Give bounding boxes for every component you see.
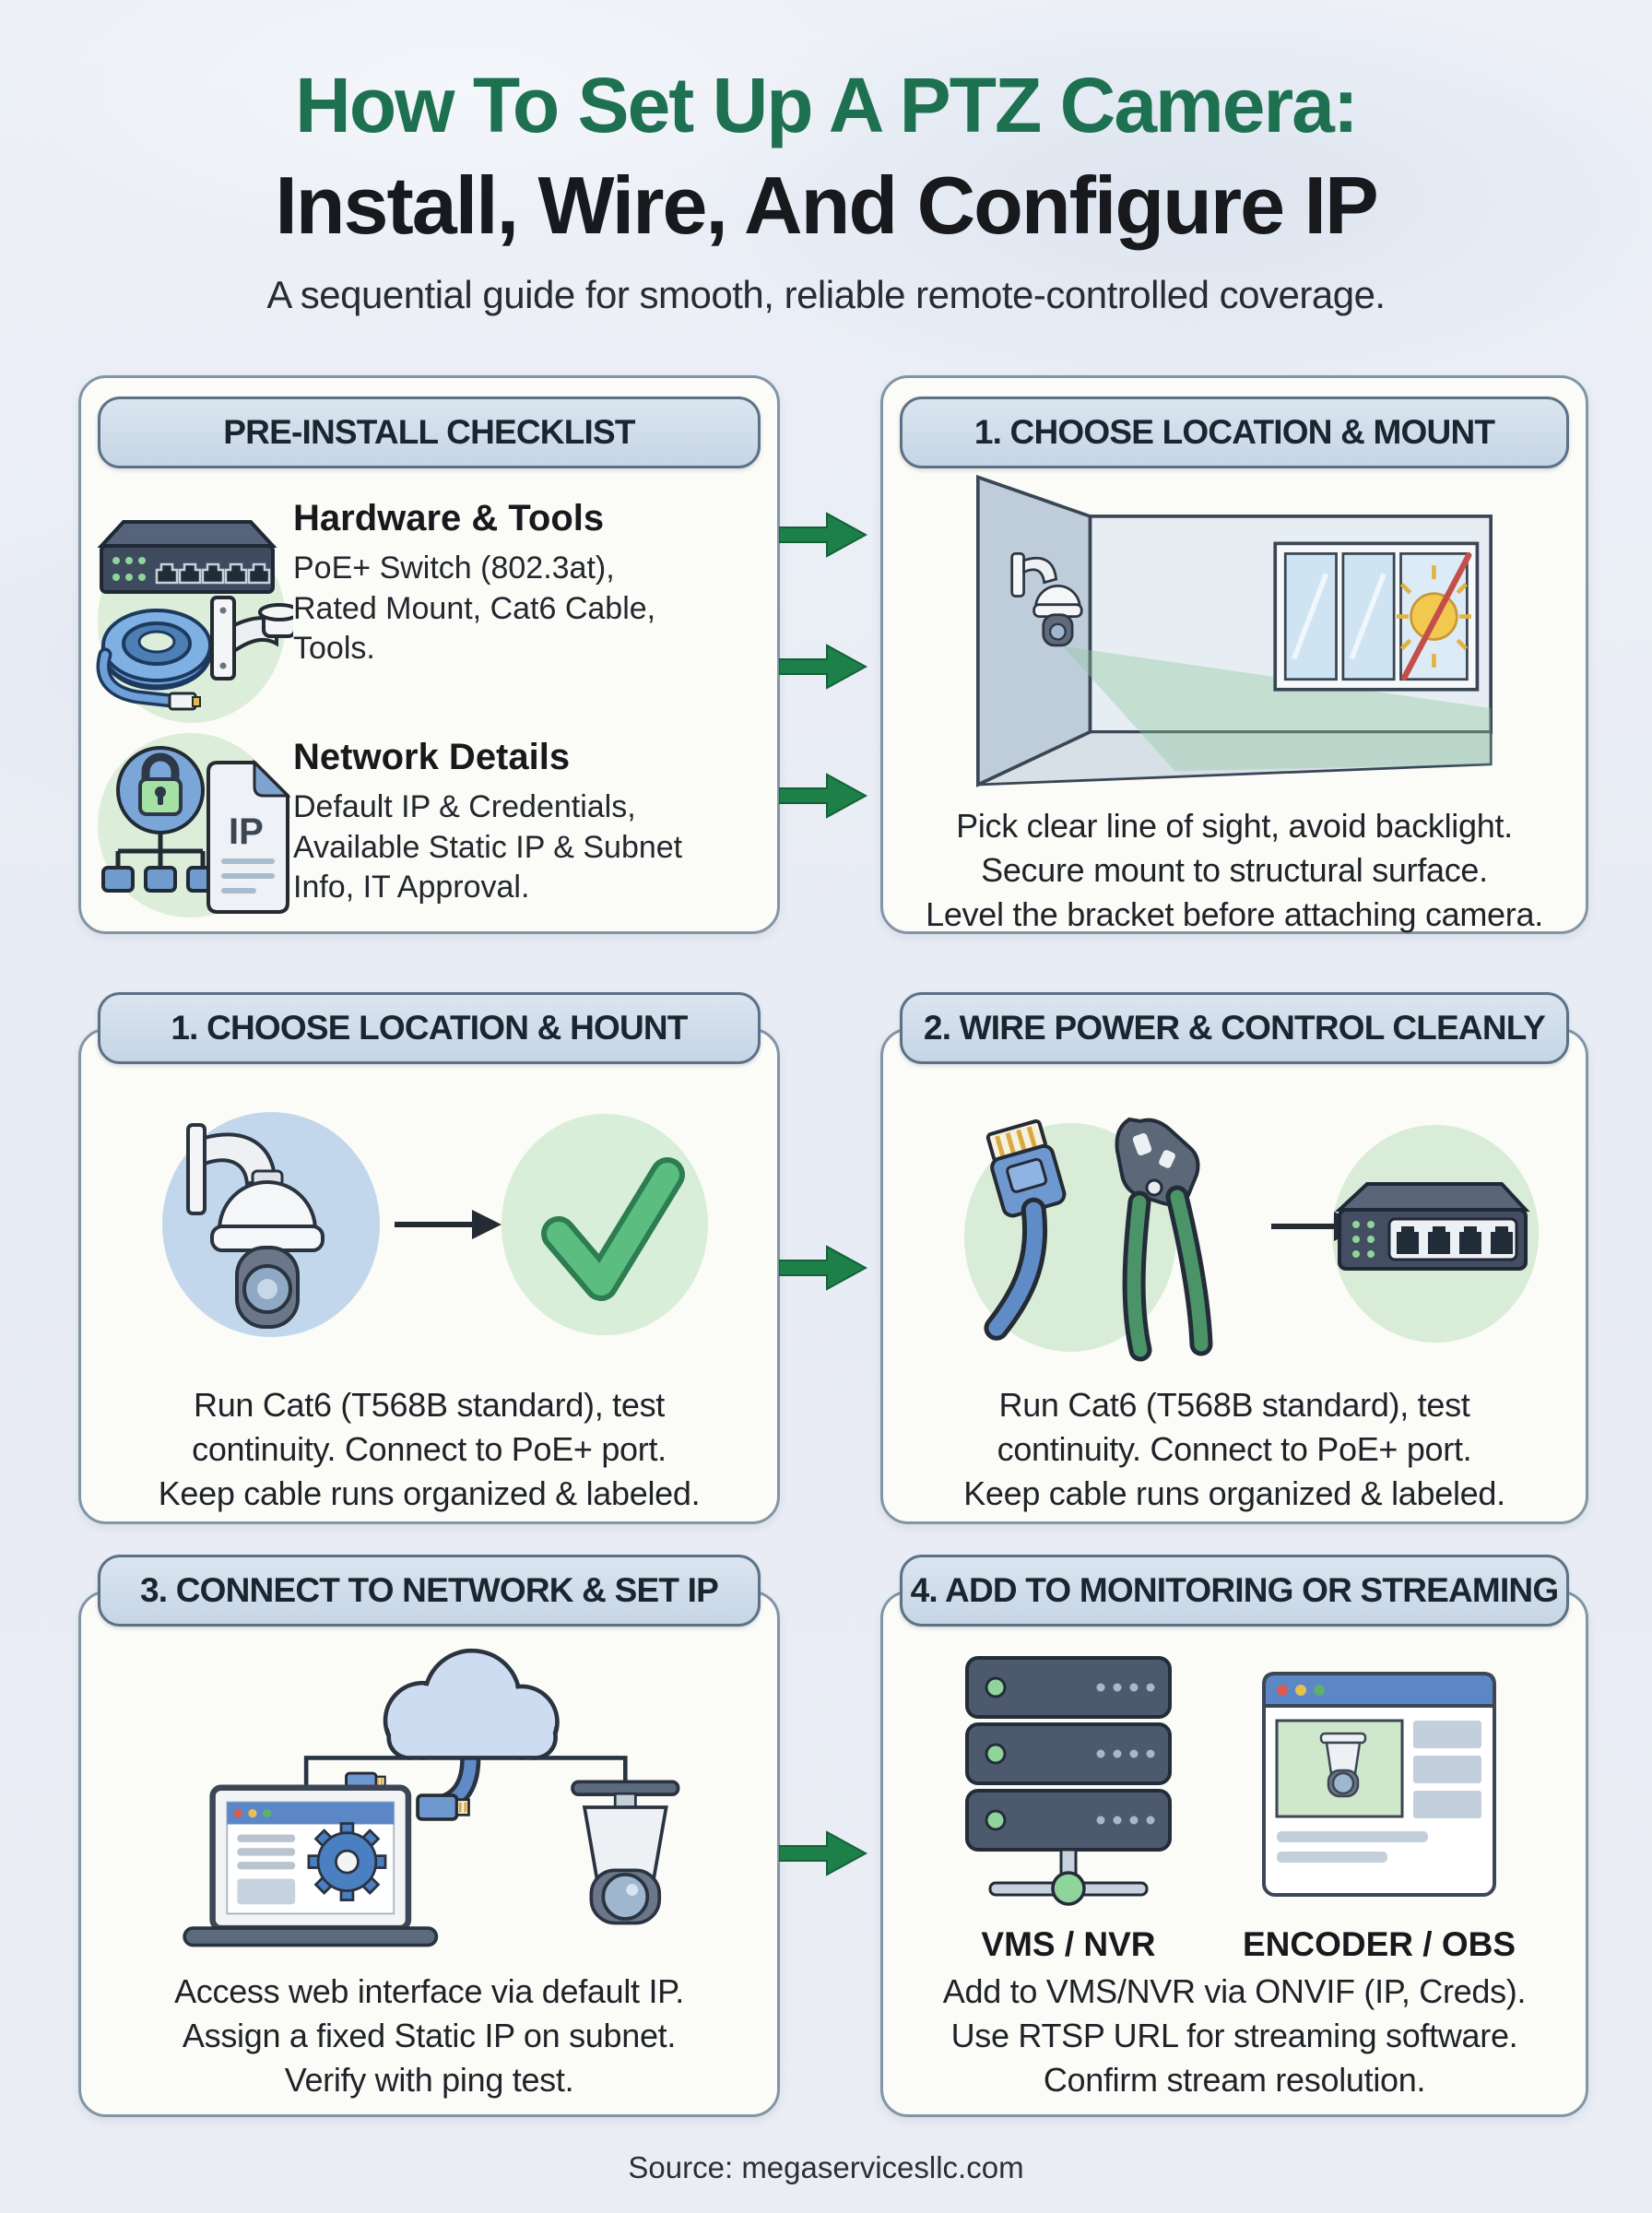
- mini-arrow-icon: [394, 1210, 502, 1239]
- server-rack-icon: [964, 1656, 1172, 1906]
- card-header-label: 1. CHOOSE LOCATION & MOUNT: [974, 413, 1495, 451]
- ptz-camera-icon: [185, 1123, 324, 1329]
- card-body-text: Pick clear line of sight, avoid backligh…: [883, 804, 1586, 937]
- card-choose-location-hount: 1. CHOOSE LOCATION & HOUNT: [78, 992, 780, 1524]
- page-title-line1: How To Set Up A PTZ Camera:: [295, 62, 1359, 148]
- section-line: Rated Mount, Cat6 Cable,: [293, 590, 656, 626]
- cat6-cable-coil-icon: [96, 609, 213, 711]
- body-line: continuity. Connect to PoE+ port.: [192, 1429, 667, 1468]
- card-choose-location-mount: 1. CHOOSE LOCATION & MOUNT: [880, 375, 1588, 934]
- section-line: Info, IT Approval.: [293, 870, 530, 905]
- flow-arrow-icon: [778, 508, 868, 562]
- card-header-label: 4. ADD TO MONITORING OR STREAMING: [910, 1571, 1559, 1609]
- card-header-pill: 1. CHOOSE LOCATION & HOUNT: [98, 992, 761, 1064]
- section-line: Available Static IP & Subnet: [293, 829, 683, 865]
- card-body-text: Run Cat6 (T568B standard), test continui…: [81, 1383, 777, 1516]
- no-backlight-slash: [1400, 552, 1472, 681]
- card-body-text: Run Cat6 (T568B standard), test continui…: [883, 1383, 1586, 1516]
- body-line: Assign a fixed Static IP on subnet.: [182, 2016, 677, 2054]
- laptop-icon: [182, 1784, 438, 1947]
- wall-mounted-camera-icon: [1010, 552, 1083, 647]
- ethernet-plug-icon: [415, 1793, 470, 1821]
- card-header-pill: 4. ADD TO MONITORING OR STREAMING: [900, 1555, 1569, 1627]
- rj45-connector-icon: [984, 1118, 1067, 1341]
- card-body-text: Access web interface via default IP. Ass…: [81, 1970, 777, 2102]
- page-subtitle: A sequential guide for smooth, reliable …: [266, 273, 1386, 316]
- network-line: [529, 1756, 628, 1789]
- network-line: [303, 1756, 413, 1796]
- section-line: Default IP & Credentials,: [293, 789, 636, 824]
- checkmark-icon: [540, 1157, 685, 1301]
- body-line: Secure mount to structural surface.: [981, 850, 1488, 889]
- encoder-obs-label: ENCODER / OBS: [1242, 1925, 1516, 1963]
- gear-icon: [307, 1822, 386, 1901]
- body-line: Keep cable runs organized & labeled.: [158, 1473, 701, 1512]
- hardware-tools-text: Hardware & Tools PoE+ Switch (802.3at), …: [293, 494, 655, 669]
- body-line: Verify with ping test.: [284, 2060, 574, 2099]
- body-line: Pick clear line of sight, avoid backligh…: [956, 807, 1513, 845]
- card-body-text: Add to VMS/NVR via ONVIF (IP, Creds). Us…: [883, 1970, 1586, 2102]
- page-title-line2: Install, Wire, And Configure IP: [275, 160, 1378, 251]
- hardware-tools-icon-group: [94, 494, 301, 731]
- network-details-icon-group: IP: [94, 733, 293, 927]
- network-setup-illustration: [107, 1630, 752, 1967]
- card-header-label: PRE-INSTALL CHECKLIST: [223, 413, 635, 451]
- hardware-tools-row: Hardware & Tools PoE+ Switch (802.3at), …: [94, 494, 763, 731]
- flow-arrow-icon: [778, 769, 868, 822]
- body-line: Keep cable runs organized & labeled.: [963, 1473, 1505, 1512]
- poe-switch-icon: [97, 520, 277, 594]
- sun-no-backlight-icon: [1396, 552, 1472, 681]
- card-header-pill: 2. WIRE POWER & CONTROL CLEANLY: [900, 992, 1569, 1064]
- body-line: Add to VMS/NVR via ONVIF (IP, Creds).: [942, 1972, 1527, 2010]
- flow-arrow-icon: [778, 1241, 868, 1295]
- camera-view-cone: [1062, 645, 1492, 772]
- network-details-text: Network Details Default IP & Credentials…: [293, 733, 682, 908]
- vms-nvr-option: VMS / NVR: [953, 1651, 1184, 1964]
- card-header-label: 1. CHOOSE LOCATION & HOUNT: [171, 1009, 688, 1047]
- ip-document-icon: IP: [206, 759, 291, 914]
- body-line: Confirm stream resolution.: [1043, 2060, 1426, 2099]
- card-header-pill: 3. CONNECT TO NETWORK & SET IP: [98, 1555, 761, 1627]
- card-header-label: 3. CONNECT TO NETWORK & SET IP: [140, 1571, 719, 1609]
- poe-switch-icon: [1334, 1182, 1530, 1271]
- card-header-pill: PRE-INSTALL CHECKLIST: [98, 396, 761, 468]
- camera-check-illustration: [107, 1079, 752, 1377]
- crimping-tool-icon: [1115, 1117, 1213, 1362]
- section-line: Tools.: [293, 631, 375, 667]
- body-line: Level the bracket before attaching camer…: [926, 894, 1543, 933]
- camera-view-icon: [1319, 1732, 1367, 1798]
- encoder-obs-option: ENCODER / OBS: [1243, 1651, 1516, 1964]
- flow-arrow-icon: [778, 1827, 868, 1880]
- ip-doc-label: IP: [229, 811, 264, 852]
- body-line: Access web interface via default IP.: [174, 1972, 684, 2010]
- card-header-label: 2. WIRE POWER & CONTROL CLEANLY: [923, 1009, 1546, 1047]
- body-line: continuity. Connect to PoE+ port.: [997, 1429, 1472, 1468]
- vms-nvr-label: VMS / NVR: [981, 1925, 1156, 1963]
- section-heading: Hardware & Tools: [293, 498, 605, 538]
- card-add-monitoring-streaming: 4. ADD TO MONITORING OR STREAMING: [880, 1555, 1588, 2117]
- card-wire-power-control: 2. WIRE POWER & CONTROL CLEANLY: [880, 992, 1588, 1524]
- section-line: PoE+ Switch (802.3at),: [293, 550, 615, 586]
- flow-arrow-icon: [778, 640, 868, 693]
- card-pre-install-checklist: PRE-INSTALL CHECKLIST: [78, 375, 780, 934]
- mount-scene-illustration: [939, 472, 1529, 799]
- monitoring-options: VMS / NVR: [883, 1651, 1586, 1964]
- body-line: Use RTSP URL for streaming software.: [950, 2016, 1518, 2054]
- card-connect-network-set-ip: 3. CONNECT TO NETWORK & SET IP: [78, 1555, 780, 2117]
- cloud-icon: [383, 1648, 560, 1760]
- wiring-illustration: [912, 1079, 1557, 1377]
- dome-camera-icon: [570, 1780, 679, 1925]
- browser-window-icon: [1261, 1672, 1496, 1897]
- body-line: Run Cat6 (T568B standard), test: [194, 1386, 665, 1424]
- section-heading: Network Details: [293, 737, 571, 777]
- card-header-pill: 1. CHOOSE LOCATION & MOUNT: [900, 396, 1569, 468]
- network-details-row: IP Network Details Default IP & Credenti…: [94, 733, 763, 927]
- body-line: Run Cat6 (T568B standard), test: [998, 1386, 1470, 1424]
- green-blob: [501, 1114, 708, 1335]
- source-attribution: Source: megaservicesllc.com: [628, 2150, 1024, 2184]
- lock-network-icon: [101, 746, 219, 893]
